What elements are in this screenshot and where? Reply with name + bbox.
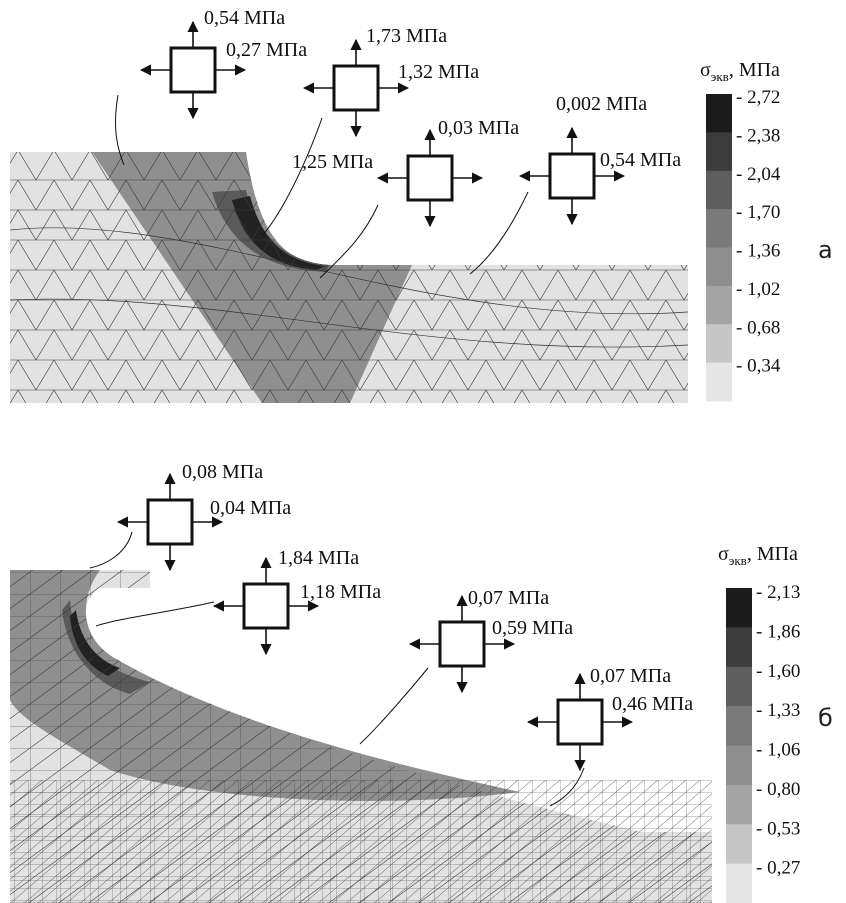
stress-element: 0,54 МПа 0,27 МПа [139,7,307,120]
colorbar-tick-label: - 0,80 [756,779,800,800]
stress-element-square [242,582,290,630]
stress-element-square [406,154,454,202]
panel-letter-b: б [818,704,833,732]
vertical-stress-label: 1,84 МПа [278,547,359,569]
colorbar-tick-label: - 1,33 [756,700,800,721]
colorbar-band [726,824,752,865]
colorbar-tick-label: - 0,34 [736,356,781,377]
colorbar-band [706,94,732,133]
vertical-stress-label: 0,002 МПа [556,93,647,115]
stress-element: 1,73 МПа 1,32 МПа [302,25,479,138]
colorbar-band [706,285,732,325]
colorbar-tick-label: - 1,02 [736,279,780,300]
colorbar-tick-label: - 2,38 [736,125,780,146]
stress-element-square [548,152,596,200]
colorbar-tick-label: - 2,04 [736,164,781,185]
colorbar-tick-label: - 1,60 [756,661,800,682]
horizontal-stress-label: 1,32 МПа [398,61,479,83]
colorbar-band [726,706,752,746]
colorbar-band [706,170,732,210]
horizontal-stress-label: 0,04 МПа [210,497,291,519]
stress-elements: 0,54 МПа 0,27 МПа 1,73 МПа 1,32 МПа 0,03 МПа… [116,7,693,772]
stress-element: 0,07 МПа 0,59 МПа [408,587,573,694]
horizontal-stress-label: 0,54 МПа [600,149,681,171]
colorbar-tick-label: - 2,13 [756,582,800,603]
colorbar-band [706,247,732,287]
horizontal-stress-label: 1,18 МПа [300,581,381,603]
colorbar-tick-label: - 0,27 [756,858,800,879]
leaders-a [115,94,529,279]
vertical-stress-label: 0,07 МПа [468,587,549,609]
horizontal-stress-label: 1,25 МПа [292,151,373,173]
colorbar-band [726,627,752,668]
stress-element: 1,84 МПа 1,18 МПа [212,547,381,656]
vertical-stress-label: 0,03 МПа [438,117,519,139]
colorbar-tick-label: - 2,72 [736,87,780,108]
colorbar-band [726,666,752,707]
colorbar-band [706,209,732,248]
stress-element-square [332,64,380,112]
colorbars: - 2,72 - 2,38 - 2,04 - 1,70 - 1,36 - 1,02 - 0,… [706,87,800,903]
vertical-stress-label: 0,08 МПа [182,461,263,483]
colorbar-band [726,745,752,786]
stress-element-square [556,698,604,746]
stress-element: 0,03 МПа 1,25 МПа [292,117,519,228]
vertical-stress-label: 0,07 МПа [590,665,671,687]
panel-letter-a: а [818,236,833,264]
fe-model-a [9,152,689,403]
colorbar-tick-label: - 1,86 [756,621,800,642]
vertical-stress-label: 1,73 МПа [366,25,447,47]
leaders-b [89,531,585,807]
stress-element: 0,07 МПа 0,46 МПа [526,665,693,772]
stress-element-square [146,498,194,546]
colorbar-band [706,362,732,402]
stress-element: 0,08 МПа 0,04 МПа [116,461,291,572]
colorbar-band [706,324,732,364]
colorbar-tick-label: - 0,53 [756,818,800,839]
colorbar-title-a: σэкв, МПа [700,59,780,84]
stress-element-square [169,46,217,94]
vertical-stress-label: 0,54 МПа [204,7,285,29]
colorbar-tick-label: - 1,06 [756,740,800,761]
colorbar-tick-label: - 1,36 [736,241,780,262]
horizontal-stress-label: 0,27 МПа [226,39,307,61]
colorbar-band [706,132,732,172]
colorbar-band [726,863,752,903]
colorbar-band [726,588,752,628]
stress-element-square [438,620,486,668]
horizontal-stress-label: 0,59 МПа [492,617,573,639]
colorbar-band [726,784,752,825]
stress-element: 0,002 МПа 0,54 МПа [518,93,681,226]
colorbar-title-b: σэкв, МПа [718,543,798,568]
fe-model-b [10,570,712,903]
colorbar-tick-label: - 1,70 [736,202,780,223]
horizontal-stress-label: 0,46 МПа [612,693,693,715]
colorbar-tick-label: - 0,68 [736,317,780,338]
